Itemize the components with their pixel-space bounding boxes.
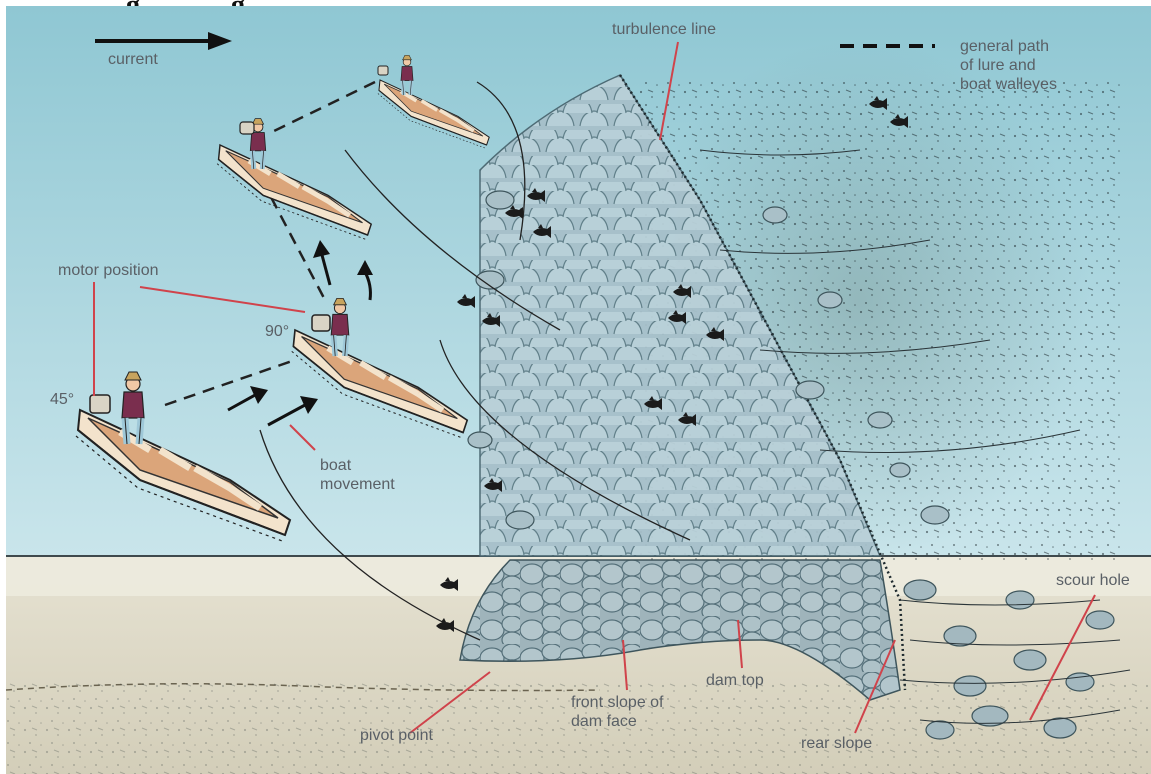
label-boat-movement-2: movement [320, 475, 395, 494]
label-current: current [108, 50, 158, 69]
label-angle-90: 90° [265, 322, 289, 341]
motor-3 [312, 315, 330, 331]
legend-text-3: boat walleyes [960, 75, 1057, 94]
label-pivot-point: pivot point [360, 726, 433, 745]
motor-4 [90, 395, 110, 413]
motor-2 [240, 122, 254, 134]
motor-1 [378, 66, 388, 75]
label-dam-top: dam top [706, 671, 764, 690]
label-front-slope-1: front slope of [571, 693, 664, 712]
label-scour-hole: scour hole [1056, 571, 1130, 590]
legend-text-2: of lure and [960, 56, 1036, 75]
label-boat-movement-1: boat [320, 456, 351, 475]
legend-text-1: general path [960, 37, 1049, 56]
label-turbulence-line: turbulence line [612, 20, 716, 39]
label-angle-45: 45° [50, 390, 74, 409]
label-front-slope-2: dam face [571, 712, 637, 731]
label-motor-position: motor position [58, 261, 159, 280]
label-rear-slope: rear slope [801, 734, 872, 753]
